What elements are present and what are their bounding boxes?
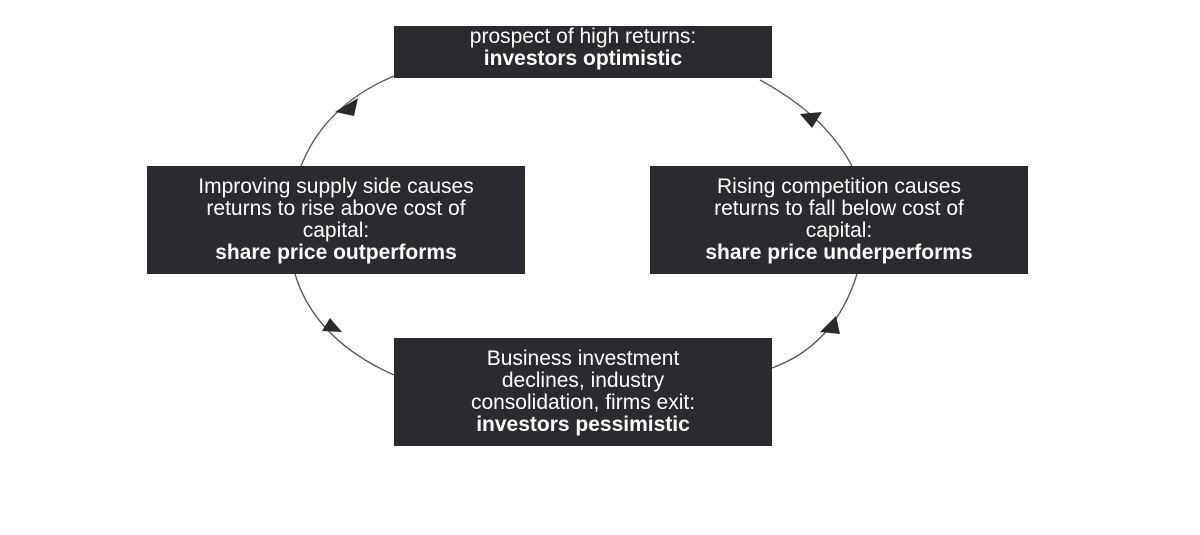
box-right-line-2: returns to fall below cost of — [714, 197, 964, 220]
arrowhead-top-to-right — [800, 112, 822, 128]
box-right-emphasis: share price underperforms — [705, 241, 973, 264]
arrowhead-right-to-bottom — [820, 316, 840, 334]
box-investors-pessimistic: Business investment declines, industry c… — [394, 338, 772, 446]
box-left-line-1: Improving supply side causes — [198, 175, 474, 198]
box-bottom-line-2: declines, industry — [501, 369, 665, 392]
box-left-line-2: returns to rise above cost of — [206, 197, 466, 220]
box-bottom-line-3: consolidation, firms exit: — [470, 391, 696, 414]
box-right-line-3: capital: — [805, 219, 873, 242]
box-left-emphasis: share price outperforms — [215, 241, 457, 264]
box-top-line-1: prospect of high returns: — [469, 25, 697, 48]
box-investors-optimistic: prospect of high returns: investors opti… — [394, 26, 772, 78]
box-bottom-line-1: Business investment — [486, 347, 680, 370]
box-share-price-underperforms: Rising competition causes returns to fal… — [650, 166, 1028, 274]
box-top-emphasis: investors optimistic — [483, 47, 683, 70]
arrow-left-to-top — [300, 75, 395, 167]
box-share-price-outperforms: Improving supply side causes returns to … — [147, 166, 525, 274]
arrowhead-bottom-to-left — [322, 318, 342, 332]
arrowhead-left-to-top — [335, 98, 358, 116]
box-right-line-1: Rising competition causes — [717, 175, 961, 198]
box-bottom-emphasis: investors pessimistic — [476, 413, 690, 436]
arrow-bottom-to-left — [294, 273, 395, 376]
arrow-top-to-right — [759, 79, 853, 167]
box-left-line-3: capital: — [302, 219, 370, 242]
arrow-right-to-bottom — [771, 273, 858, 369]
